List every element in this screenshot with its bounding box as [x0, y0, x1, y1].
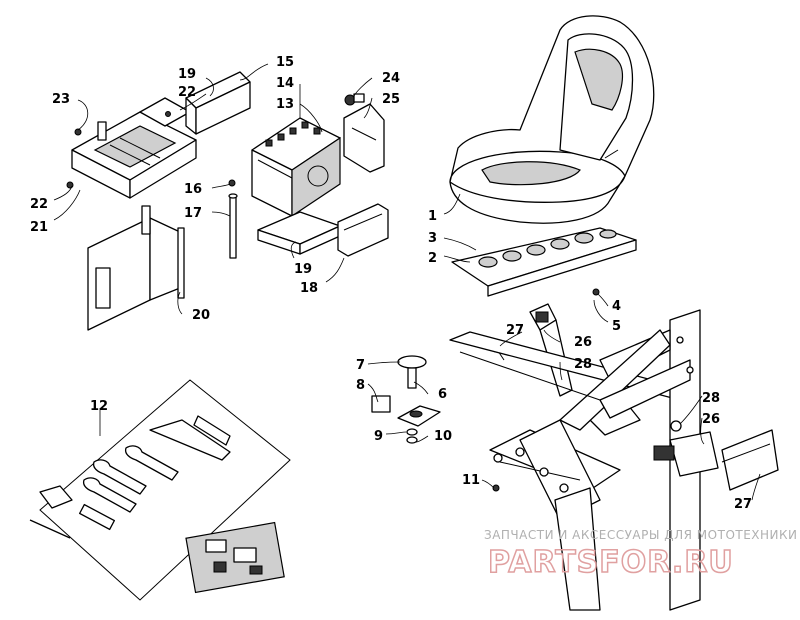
callout-12: 12 [90, 399, 108, 414]
callout-26-center: 26 [574, 335, 592, 350]
battery [251, 117, 341, 218]
battery-cover [343, 93, 385, 173]
callout-labels: 23 22 21 19 22 15 14 13 24 25 16 17 19 1… [30, 55, 752, 512]
battery-pad-bottom [257, 211, 341, 255]
hold-down-rod [228, 193, 238, 259]
callout-5: 5 [612, 319, 621, 334]
callout-6: 6 [438, 387, 447, 402]
callout-15: 15 [276, 55, 294, 70]
leader-lines [53, 63, 761, 501]
callout-27-center: 27 [506, 323, 524, 338]
watermark-brand: PARTSFOR.RU [488, 545, 734, 580]
battery-plate [337, 203, 389, 257]
callout-1: 1 [428, 209, 437, 224]
callout-25: 25 [382, 92, 400, 107]
callout-9: 9 [374, 429, 383, 444]
watermark-tagline: ЗАПЧАСТИ И АКСЕССУАРЫ ДЛЯ МОТОТЕХНИКИ [484, 528, 798, 542]
callout-11: 11 [462, 473, 480, 488]
callout-28-right: 28 [702, 391, 720, 406]
watermark: ЗАПЧАСТИ И АКСЕССУАРЫ ДЛЯ МОТОТЕХНИКИ PA… [484, 528, 798, 581]
callout-10: 10 [434, 429, 452, 444]
callout-7: 7 [356, 358, 365, 373]
callout-19-bottom: 19 [294, 262, 312, 277]
latch-right [653, 420, 779, 491]
callout-22-top: 22 [178, 85, 196, 100]
fasteners-left [66, 111, 236, 189]
tool-kit [29, 379, 291, 601]
callout-21: 21 [30, 220, 48, 235]
callout-3: 3 [428, 231, 437, 246]
callout-24: 24 [382, 71, 400, 86]
callout-17: 17 [184, 206, 202, 221]
callout-22-left: 22 [30, 197, 48, 212]
battery-tray [71, 97, 197, 199]
callout-2: 2 [428, 251, 437, 266]
callout-16: 16 [184, 182, 202, 197]
callout-13: 13 [276, 97, 294, 112]
callout-4: 4 [612, 299, 621, 314]
callout-27-right: 27 [734, 497, 752, 512]
callout-18: 18 [300, 281, 318, 296]
callout-8: 8 [356, 378, 365, 393]
latch-hardware [371, 355, 441, 444]
fastener-4 [592, 288, 600, 296]
callout-14: 14 [276, 76, 294, 91]
callout-26-right: 26 [702, 412, 720, 427]
callout-20: 20 [192, 308, 210, 323]
fastener-11 [492, 484, 500, 492]
seat [449, 15, 655, 224]
frame [449, 309, 701, 611]
battery-box [87, 205, 185, 331]
seat-base [451, 227, 637, 297]
callout-19-top: 19 [178, 67, 196, 82]
callout-28-center: 28 [574, 357, 592, 372]
battery-pad-top [185, 71, 251, 135]
callout-23: 23 [52, 92, 70, 107]
